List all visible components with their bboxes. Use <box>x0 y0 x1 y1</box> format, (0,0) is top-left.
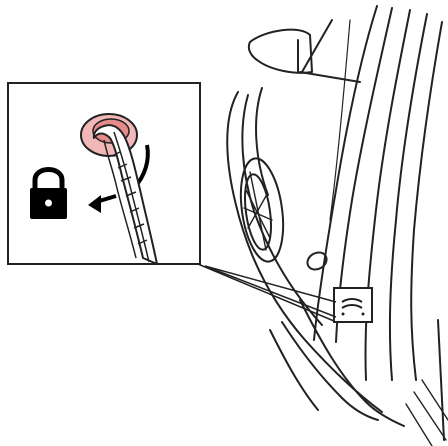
door-lock-panel <box>334 288 372 322</box>
side-mirror <box>249 30 312 73</box>
inset-panel <box>8 83 200 264</box>
car-side-illustration <box>227 6 448 446</box>
wheel-arch <box>227 92 382 412</box>
callout-lines <box>198 264 336 321</box>
